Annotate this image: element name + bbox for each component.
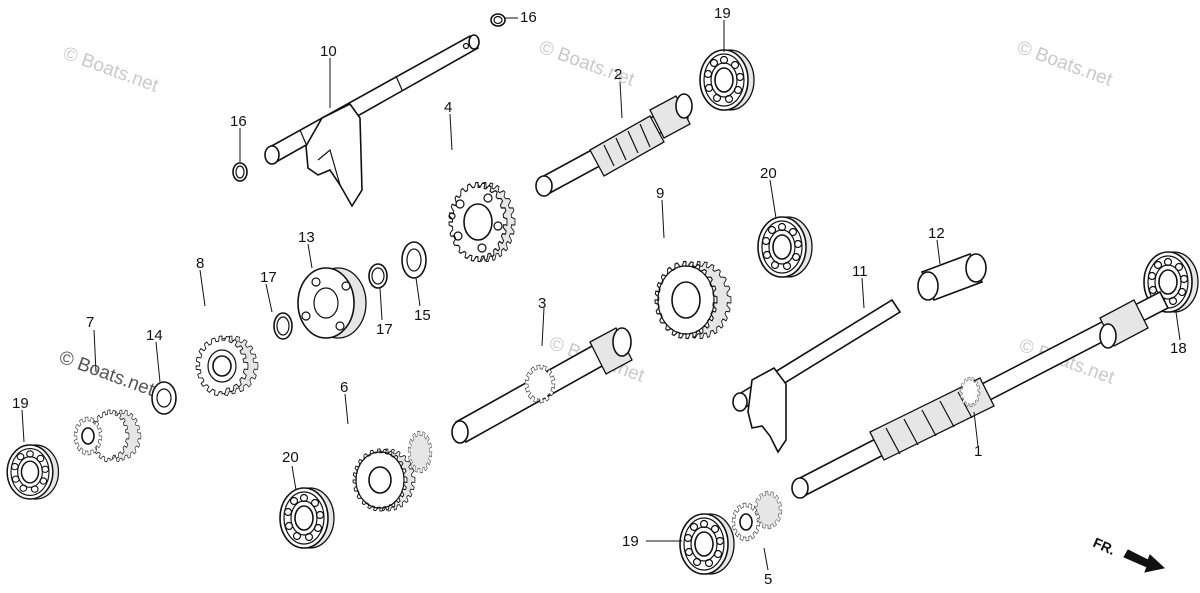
part-19-bearing-top	[699, 49, 755, 111]
part-17-circlip-right	[368, 263, 388, 289]
part-16-circlip-top	[490, 13, 506, 27]
callout-19-bottom: 19	[622, 533, 639, 550]
callout-10: 10	[320, 43, 337, 60]
callout-14: 14	[146, 327, 163, 344]
part-8-gear	[195, 335, 259, 397]
callout-6: 6	[340, 379, 348, 396]
callout-labels: 1 2 3 4 5 6 7 8 9 10 11 12 13 14 15 16 1…	[12, 5, 1187, 588]
part-19-bearing-left	[6, 444, 60, 500]
part-6-gear	[352, 430, 433, 512]
part-10-shift-fork-shaft	[264, 34, 480, 208]
watermark-top-center: © Boats.net	[536, 37, 637, 91]
callout-16-left: 16	[230, 113, 247, 130]
callout-11: 11	[852, 263, 868, 280]
callout-7: 7	[86, 314, 94, 331]
callout-4: 4	[444, 99, 452, 116]
part-7-gear	[73, 409, 142, 463]
front-direction-label: FR.	[1091, 534, 1118, 558]
part-16-circlip-left	[232, 162, 248, 182]
part-5-gear	[731, 490, 783, 542]
part-3-shaft	[451, 327, 633, 444]
callout-19-left: 19	[12, 395, 29, 412]
callout-19-top: 19	[714, 5, 731, 22]
callout-18: 18	[1170, 340, 1187, 357]
part-13-hub	[297, 267, 367, 339]
callout-17-left: 17	[260, 269, 277, 286]
watermark-top-right: © Boats.net	[1014, 37, 1115, 91]
part-12-collar	[917, 252, 987, 302]
part-4-large-gear	[448, 181, 516, 263]
part-11-shift-fork-shaft	[732, 298, 902, 454]
callout-2: 2	[614, 66, 622, 83]
part-20-bearing-lower	[279, 487, 335, 549]
callout-9: 9	[656, 185, 664, 202]
callout-17-right: 17	[376, 321, 393, 338]
callout-12: 12	[928, 225, 945, 242]
callout-8: 8	[196, 255, 204, 272]
part-14-washer	[151, 381, 177, 415]
front-direction-indicator: FR.	[1091, 534, 1166, 573]
leader-lines	[21, 17, 1181, 571]
part-9-large-gear	[654, 260, 732, 340]
callout-15: 15	[414, 307, 431, 324]
callout-16-top: 16	[520, 9, 537, 26]
part-19-bearing-bottom	[679, 513, 735, 575]
callout-20-lower: 20	[282, 449, 299, 466]
watermark-lower-left: © Boats.net	[56, 347, 157, 401]
callout-5: 5	[764, 571, 772, 588]
front-direction-arrow-icon	[1123, 549, 1166, 573]
callout-13: 13	[298, 229, 315, 246]
callout-3: 3	[538, 295, 546, 312]
part-2-shaft	[535, 93, 693, 197]
part-17-circlip-left	[273, 312, 293, 340]
part-15-washer	[401, 241, 427, 279]
watermark-top-left: © Boats.net	[60, 43, 161, 97]
part-1-mainshaft	[791, 290, 1170, 499]
callout-1: 1	[974, 443, 982, 460]
part-20-bearing-middle	[757, 216, 813, 278]
callout-20-middle: 20	[760, 165, 777, 182]
